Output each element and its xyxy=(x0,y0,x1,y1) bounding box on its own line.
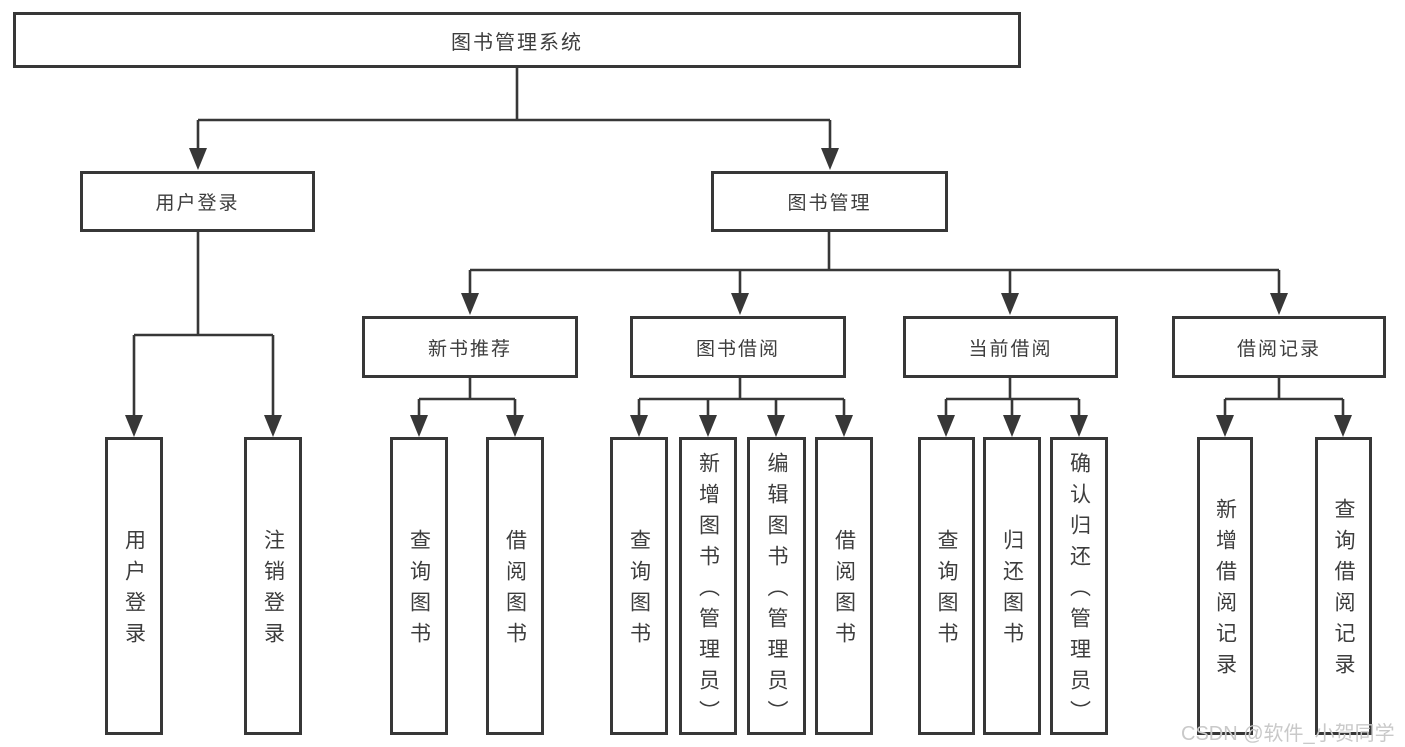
leaf-logout-label: 注销登录 xyxy=(261,529,285,653)
leaf-confirm-return-admin-label: 确认归还（管理员） xyxy=(1067,451,1091,731)
leaf-add-borrow-record-label: 新增借阅记录 xyxy=(1213,498,1237,684)
leaf-query-borrow-record: 查询借阅记录 xyxy=(1315,437,1372,735)
leaf-return-book-label: 归还图书 xyxy=(1000,529,1024,653)
node-new-book-recommend-label: 新书推荐 xyxy=(427,338,512,360)
leaf-recommend-borrow-book: 借阅图书 xyxy=(486,437,544,735)
leaf-add-book-admin-label: 新增图书（管理员） xyxy=(696,451,720,731)
leaf-user-login: 用户登录 xyxy=(105,437,163,735)
leaf-recommend-query-book: 查询图书 xyxy=(390,437,448,735)
node-book-borrow-label: 图书借阅 xyxy=(695,338,780,360)
node-new-book-recommend: 新书推荐 xyxy=(362,316,578,378)
leaf-confirm-return-admin: 确认归还（管理员） xyxy=(1050,437,1108,735)
leaf-add-borrow-record: 新增借阅记录 xyxy=(1197,437,1253,735)
node-borrow-record-label: 借阅记录 xyxy=(1236,338,1321,360)
node-book-borrow: 图书借阅 xyxy=(630,316,846,378)
leaf-query-borrow-record-label: 查询借阅记录 xyxy=(1332,498,1355,684)
leaf-user-login-label: 用户登录 xyxy=(122,529,146,653)
node-book-management: 图书管理 xyxy=(711,171,948,232)
node-borrow-record: 借阅记录 xyxy=(1172,316,1386,378)
leaf-edit-book-admin: 编辑图书（管理员） xyxy=(747,437,806,735)
node-user-login: 用户登录 xyxy=(80,171,315,232)
leaf-borrow-query-book: 查询图书 xyxy=(610,437,668,735)
leaf-recommend-borrow-book-label: 借阅图书 xyxy=(503,529,527,653)
leaf-borrow-book: 借阅图书 xyxy=(815,437,873,735)
leaf-current-query-book-label: 查询图书 xyxy=(935,529,958,653)
leaf-recommend-query-book-label: 查询图书 xyxy=(407,529,431,653)
arrowhead-icons xyxy=(125,148,1352,437)
node-user-login-label: 用户登录 xyxy=(155,193,240,214)
node-current-borrow-label: 当前借阅 xyxy=(968,338,1053,360)
node-current-borrow: 当前借阅 xyxy=(903,316,1118,378)
leaf-edit-book-admin-label: 编辑图书（管理员） xyxy=(765,451,788,731)
leaf-borrow-query-book-label: 查询图书 xyxy=(627,529,651,653)
leaf-return-book: 归还图书 xyxy=(983,437,1041,735)
leaf-add-book-admin: 新增图书（管理员） xyxy=(679,437,737,735)
node-book-management-label: 图书管理 xyxy=(787,193,872,214)
node-root-system: 图书管理系统 xyxy=(13,12,1021,68)
csdn-watermark: CSDN @软件_小贺同学 xyxy=(1181,723,1395,745)
node-root-label: 图书管理系统 xyxy=(451,31,583,54)
leaf-borrow-book-label: 借阅图书 xyxy=(832,529,856,653)
leaf-current-query-book: 查询图书 xyxy=(918,437,975,735)
leaf-logout: 注销登录 xyxy=(244,437,302,735)
